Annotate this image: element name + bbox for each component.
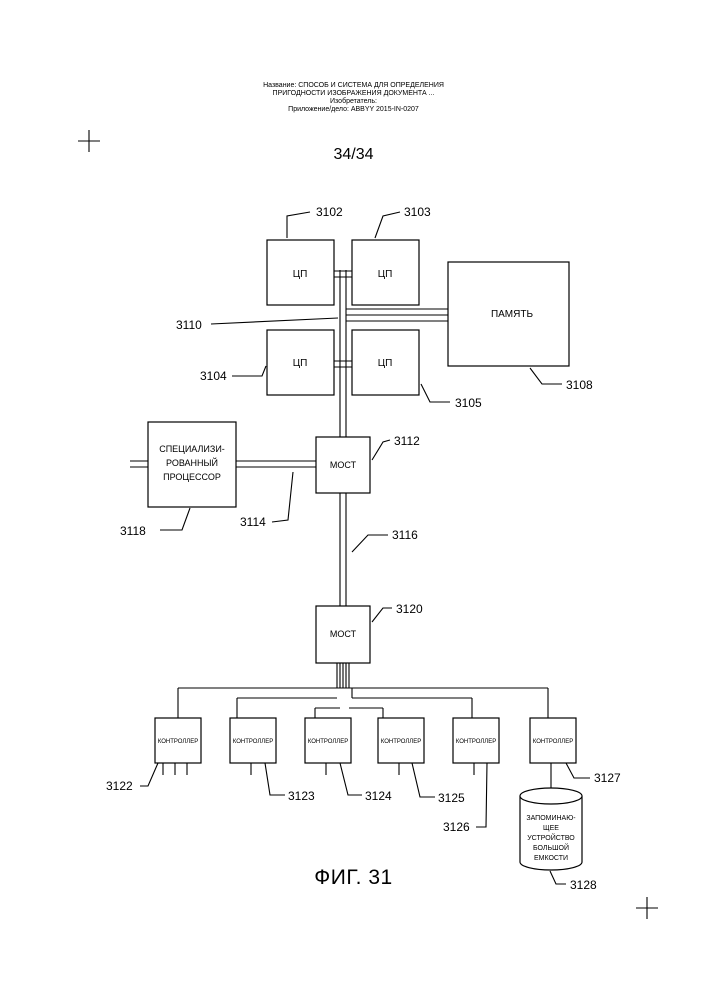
ref-3114: 3114 (240, 515, 266, 529)
ref-3116: 3116 (392, 528, 418, 542)
ref-3104: 3104 (200, 369, 227, 383)
controller-label: КОНТРОЛЛЕР (456, 739, 496, 745)
cpu-label: ЦП (378, 269, 393, 280)
ref-3118: 3118 (120, 524, 146, 538)
cpu-label: ЦП (378, 358, 393, 369)
controller-label: КОНТРОЛЛЕР (533, 739, 573, 745)
bridge-label: МОСТ (330, 629, 357, 639)
controller-3125: КОНТРОЛЛЕР (378, 718, 424, 775)
bridge-label: МОСТ (330, 460, 357, 470)
figure-label: ФИГ. 31 (0, 866, 707, 890)
registration-mark-top-left (78, 130, 100, 152)
bridge-3112: МОСТ (316, 437, 370, 493)
ref-3124: 3124 (365, 789, 392, 803)
cpu-3105: ЦП (352, 330, 419, 395)
cpu-3103: ЦП (352, 240, 419, 305)
controller-label: КОНТРОЛЛЕР (158, 739, 198, 745)
ref-3108: 3108 (566, 378, 593, 392)
special-processor: СПЕЦИАЛИЗИ- РОВАННЫЙ ПРОЦЕССОР (148, 422, 236, 507)
memory-label: ПАМЯТЬ (491, 309, 534, 320)
ref-3126: 3126 (443, 820, 470, 834)
ref-3102: 3102 (316, 205, 343, 219)
storage-label-line5: ЕМКОСТИ (534, 855, 568, 862)
memory-bus (346, 309, 448, 321)
storage-label-line2: ЩЕЕ (543, 825, 559, 832)
controller-3127: КОНТРОЛЛЕР (530, 718, 576, 790)
controller-3126: КОНТРОЛЛЕР (453, 718, 499, 775)
cpu-label: ЦП (293, 358, 308, 369)
controller-label: КОНТРОЛЛЕР (381, 739, 421, 745)
ref-3112: 3112 (394, 434, 420, 448)
controller-3123: КОНТРОЛЛЕР (230, 718, 276, 775)
storage-label-line3: УСТРОЙСТВО (527, 833, 575, 842)
registration-mark-bottom-right (636, 897, 658, 919)
controller-bus (178, 663, 548, 718)
controller-label: КОНТРОЛЛЕР (233, 739, 273, 745)
ref-3105: 3105 (455, 396, 482, 410)
cpu-bus-connectors (334, 271, 352, 367)
ref-3127: 3127 (594, 771, 621, 785)
controller-3124: КОНТРОЛЛЕР (305, 718, 351, 775)
storage-label-line4: БОЛЬШОЙ (533, 843, 569, 852)
storage-label-line1: ЗАПОМИНАЮ- (526, 815, 576, 822)
ref-3120: 3120 (396, 602, 423, 616)
ref-3103: 3103 (404, 205, 431, 219)
ref-3125: 3125 (438, 791, 465, 805)
controller-3122: КОНТРОЛЛЕР (155, 718, 201, 775)
cpu-3102: ЦП (267, 240, 334, 305)
mass-storage: ЗАПОМИНАЮ- ЩЕЕ УСТРОЙСТВО БОЛЬШОЙ ЕМКОСТ… (520, 788, 582, 870)
controller-label: КОНТРОЛЛЕР (308, 739, 348, 745)
cpu-3104: ЦП (267, 330, 334, 395)
ref-3122: 3122 (106, 779, 133, 793)
bridge-3120: МОСТ (316, 606, 370, 663)
cpu-label: ЦП (293, 269, 308, 280)
special-processor-line3: ПРОЦЕССОР (163, 472, 221, 482)
ref-3123: 3123 (288, 789, 315, 803)
special-processor-line1: СПЕЦИАЛИЗИ- (159, 444, 225, 454)
special-processor-line2: РОВАННЫЙ (166, 457, 218, 468)
ref-3110: 3110 (176, 318, 202, 332)
memory-block: ПАМЯТЬ (448, 262, 569, 366)
